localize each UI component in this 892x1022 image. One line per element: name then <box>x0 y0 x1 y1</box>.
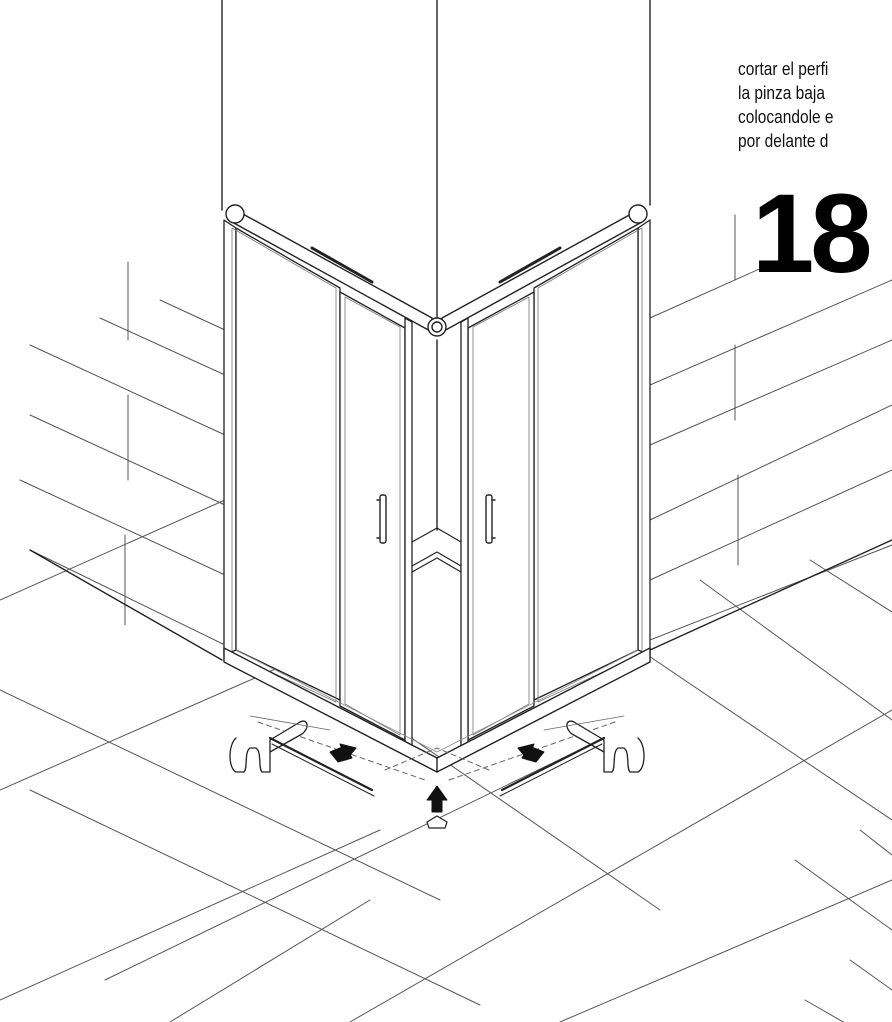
arrow-icon <box>517 743 545 763</box>
shower-tray <box>223 647 651 773</box>
left-wall-tiles <box>19 261 226 646</box>
instruction-line: cortar el perfi <box>738 59 829 79</box>
left-door-handle <box>376 494 387 544</box>
arrow-icon <box>426 785 448 813</box>
left-sliding-door <box>339 291 413 749</box>
instruction-line: la pinza baja <box>738 83 825 103</box>
right-wall-tiles <box>649 214 892 641</box>
left-bottom-clip <box>229 715 375 797</box>
left-fixed-panel <box>223 219 341 703</box>
floor-grid <box>0 499 892 1022</box>
right-fixed-panel <box>533 219 651 703</box>
inner-shelf <box>411 527 462 573</box>
end-cap-piece <box>426 815 448 829</box>
right-sliding-door <box>460 291 535 749</box>
top-rails <box>225 204 648 337</box>
right-door-handle <box>485 494 496 544</box>
right-bottom-clip <box>499 715 645 797</box>
arrow-icon <box>329 743 357 763</box>
wall-corner <box>29 0 892 661</box>
instruction-line: colocandole e <box>738 107 834 127</box>
step-number: 18 <box>752 171 873 296</box>
instruction-line: por delante d <box>738 131 829 151</box>
